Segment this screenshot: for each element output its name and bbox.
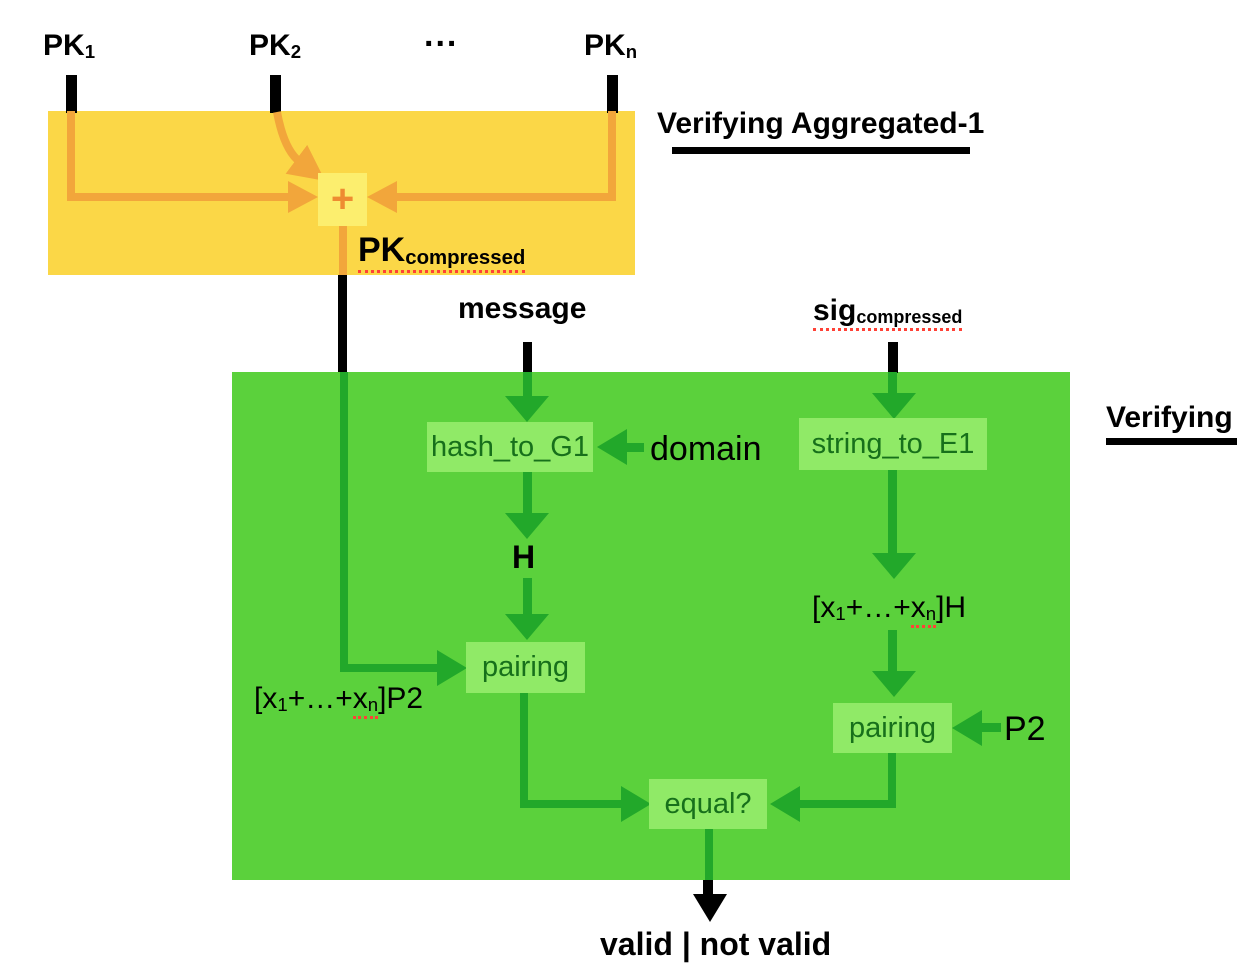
- pk-compressed-squiggle: PKcompressed: [358, 231, 526, 273]
- connector-pk1-horizontal: [67, 193, 288, 201]
- pk1-label: PK1: [43, 30, 95, 62]
- connector-pk1-vertical: [67, 111, 75, 201]
- pk2-sub: 2: [290, 40, 302, 62]
- title-verifying-aggregated: Verifying Aggregated-1: [657, 107, 985, 140]
- sum-p2-label: [x1+…+xn]P2: [254, 682, 424, 719]
- pkn-label: PKn: [584, 30, 637, 62]
- connector-p2: [982, 723, 1001, 732]
- connector-string-to-sum: [888, 470, 897, 553]
- sum-p2-plus: +…+: [287, 682, 353, 715]
- pk1-base: PK: [43, 29, 85, 62]
- arrowhead-domain-to-hash-icon: [597, 429, 627, 465]
- pk2-label: PK2: [249, 30, 301, 62]
- pkn-sub: n: [625, 40, 638, 62]
- connector-equal-output-green: [705, 829, 713, 880]
- arrowhead-hash-to-h-icon: [505, 513, 549, 539]
- sum-h-x: x: [910, 591, 926, 624]
- sum-h-sub1: 1: [835, 602, 846, 624]
- sum-h-label: [x1+…+xn]H: [812, 591, 967, 628]
- connector-pk-compressed-horizontal: [340, 664, 437, 672]
- connector-pairing-left-horizontal: [520, 800, 621, 808]
- result-label: valid | not valid: [600, 926, 832, 962]
- arrowhead-pk1-to-plus-icon: [288, 181, 318, 213]
- aggregate-plus-node: +: [318, 173, 367, 226]
- sum-p2-x: x: [352, 682, 368, 715]
- pk2-base: PK: [249, 29, 291, 62]
- sum-p2-sub1: 1: [277, 693, 288, 715]
- pk-compressed-label: PKcompressed: [358, 231, 526, 273]
- connector-pk-compressed-vertical: [340, 372, 348, 672]
- sum-h-squiggle: xn: [910, 591, 937, 628]
- message-label: message: [458, 292, 587, 325]
- pk2-input-tick: [270, 75, 281, 113]
- arrowhead-pairing-left-to-equal-icon: [621, 786, 651, 822]
- sig-compressed-label: sigcompressed: [813, 294, 963, 331]
- connector-pairing-left-vertical: [520, 693, 528, 808]
- sig-sub: compressed: [856, 306, 963, 327]
- connector-plus-output: [339, 226, 347, 275]
- arrowhead-pkn-to-plus-icon: [367, 181, 397, 213]
- connector-equal-output-black: [703, 880, 713, 896]
- equal-node: equal?: [649, 779, 767, 829]
- pk-compressed-base: PK: [358, 231, 406, 269]
- connector-pkn-vertical: [608, 111, 616, 201]
- ellipsis-label: ...: [424, 16, 459, 54]
- h-label: H: [512, 539, 536, 575]
- connector-sig-to-string: [888, 372, 897, 395]
- connector-hash-to-h: [523, 472, 532, 513]
- sum-h-close: ]H: [936, 591, 967, 624]
- p2-label: P2: [1004, 710, 1046, 748]
- connector-message-to-hash: [523, 372, 532, 398]
- sum-p2-close: ]P2: [378, 682, 424, 715]
- sig-input-tick: [888, 342, 898, 373]
- connector-pairing-right-vertical: [888, 753, 896, 808]
- sum-h-subn: n: [925, 602, 937, 624]
- arrowhead-result-icon: [693, 894, 727, 922]
- pk1-sub: 1: [84, 40, 96, 62]
- connector-pairing-right-horizontal: [799, 800, 896, 808]
- sig-base: sig: [813, 294, 857, 327]
- arrowhead-string-to-sum-icon: [872, 553, 916, 579]
- pkn-input-tick: [607, 75, 618, 113]
- hash-to-g1-node: hash_to_G1: [427, 422, 593, 472]
- title-verifying-aggregated-underline: [672, 147, 970, 154]
- connector-h-to-pairing: [523, 578, 532, 614]
- message-input-tick: [523, 342, 532, 373]
- pk1-input-tick: [66, 75, 77, 113]
- connector-domain: [627, 443, 644, 452]
- sum-p2-open: [x: [254, 682, 278, 715]
- title-verifying-underline: [1106, 438, 1237, 445]
- pk-compressed-output-tick: [338, 275, 347, 373]
- domain-label: domain: [650, 430, 762, 468]
- arrowhead-h-to-pairing-icon: [505, 614, 549, 640]
- arrowhead-message-to-hash-icon: [505, 396, 549, 422]
- sum-p2-squiggle: xn: [352, 682, 379, 719]
- sig-compressed-squiggle: sigcompressed: [813, 294, 963, 331]
- connector-pk2-curve: [273, 111, 326, 181]
- arrowhead-sum-to-pairing-right-icon: [872, 671, 916, 697]
- plus-icon: +: [330, 177, 355, 221]
- arrowhead-pk2-to-plus-icon: [273, 111, 326, 181]
- sum-h-plus: +…+: [845, 591, 911, 624]
- pkn-base: PK: [584, 29, 626, 62]
- pairing-left-node: pairing: [466, 642, 585, 693]
- arrowhead-pairing-right-to-equal-icon: [770, 786, 800, 822]
- arrowhead-pk-compressed-to-pairing-icon: [437, 650, 467, 686]
- string-to-e1-node: string_to_E1: [799, 418, 987, 470]
- arrowhead-p2-to-pairing-icon: [952, 710, 982, 746]
- connector-pkn-horizontal: [397, 193, 616, 201]
- pk-compressed-sub: compressed: [405, 246, 526, 269]
- sum-h-open: [x: [812, 591, 836, 624]
- arrowhead-sig-to-string-icon: [872, 393, 916, 419]
- pairing-right-node: pairing: [833, 703, 952, 753]
- sum-p2-subn: n: [367, 693, 379, 715]
- title-verifying: Verifying: [1106, 401, 1233, 434]
- connector-sum-to-pairing-right: [888, 630, 897, 671]
